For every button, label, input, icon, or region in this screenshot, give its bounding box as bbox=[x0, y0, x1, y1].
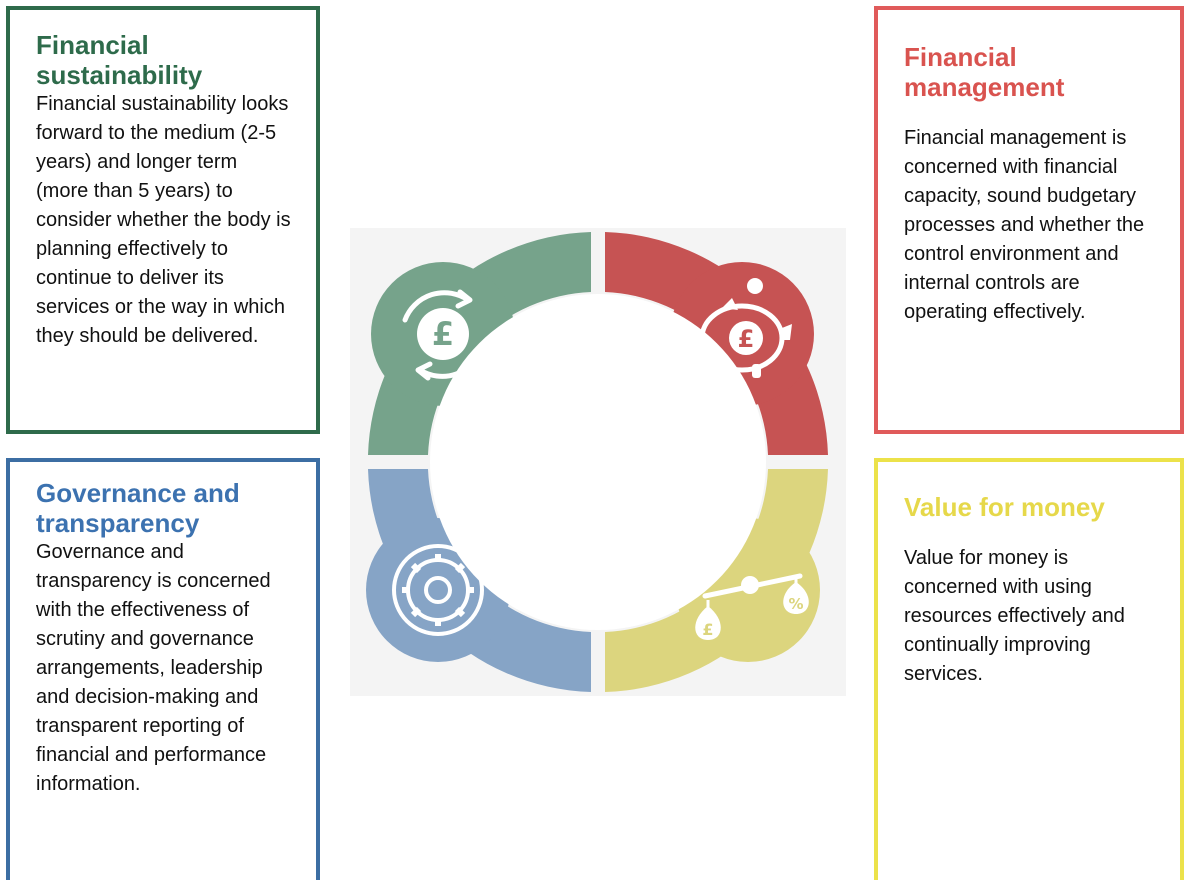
pound-cycle-icon: £ bbox=[402, 289, 485, 381]
svg-text:£: £ bbox=[432, 315, 454, 353]
value-for-money-title: Value for money bbox=[904, 492, 1105, 522]
financial-management-title: Financial management bbox=[904, 42, 1065, 102]
four-area-cycle-diagram: £ £ £ % bbox=[350, 228, 846, 696]
governance-transparency-box: Governance and transparency Governance a… bbox=[6, 458, 320, 880]
financial-sustainability-box: Financial sustainability Financial susta… bbox=[6, 6, 320, 434]
svg-text:%: % bbox=[788, 595, 803, 613]
svg-text:£: £ bbox=[738, 325, 755, 353]
blue-segment-notch bbox=[487, 525, 528, 561]
value-for-money-box: Value for money Value for money is conce… bbox=[874, 458, 1184, 880]
financial-sustainability-text: Financial sustainability looks forward t… bbox=[36, 93, 291, 347]
gear-icon bbox=[392, 544, 484, 636]
balance-scale-icon: £ % bbox=[695, 573, 809, 640]
value-for-money-text: Value for money is concerned with using … bbox=[904, 547, 1125, 685]
ring-inner-hole bbox=[430, 294, 766, 630]
governance-transparency-text: Governance and transparency is concerned… bbox=[36, 541, 271, 795]
financial-sustainability-title: Financial sustainability bbox=[36, 30, 203, 90]
financial-management-box: Financial management Financial managemen… bbox=[874, 6, 1184, 434]
piggy-bank-pound-icon: £ bbox=[699, 278, 792, 378]
governance-transparency-title: Governance and transparency bbox=[36, 478, 240, 538]
financial-management-text: Financial management is concerned with f… bbox=[904, 127, 1145, 323]
svg-text:£: £ bbox=[702, 620, 713, 639]
